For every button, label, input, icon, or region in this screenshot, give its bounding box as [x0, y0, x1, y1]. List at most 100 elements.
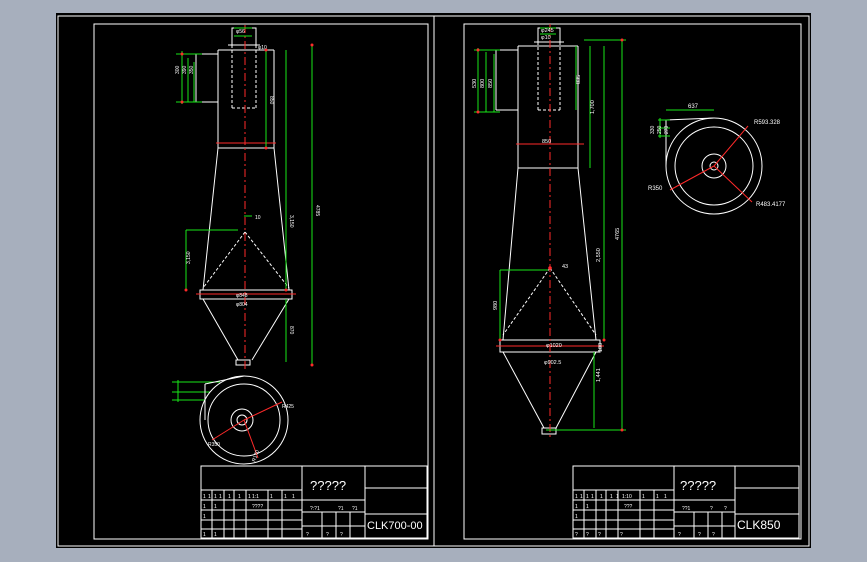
right-dim-inlet-b: 800 [480, 79, 486, 88]
right-sheet: φ245 φ10 530 800 850 850 835 1,700 2,550… [463, 23, 802, 540]
left-dimensions [172, 27, 313, 402]
right-tb-a1: 1 [580, 494, 583, 500]
left-inner-frame [93, 23, 429, 540]
right-dim-height-a: 835 [576, 75, 582, 84]
right-tb-a2: 1 [586, 494, 589, 500]
right-title-block [572, 465, 800, 539]
right-tb-a3: 1 [591, 494, 594, 500]
left-plan-view [199, 375, 289, 465]
left-tb-a10: 1 [292, 494, 295, 500]
left-title-block [200, 465, 428, 539]
right-tb-d3: ? [620, 532, 623, 538]
left-title-name: ????? [310, 478, 346, 493]
right-drawing-number: CLK850 [737, 518, 781, 532]
right-plan-dims [658, 109, 714, 138]
right-dim-ring-dia2: φ902.5 [544, 360, 561, 366]
left-tb-c0: 1 [203, 514, 206, 520]
left-plan-r3 [243, 419, 259, 459]
left-dim-ring-dia: φ848 [236, 293, 248, 299]
right-tb-d5: ? [698, 532, 701, 538]
left-tb-c3: ?1 [338, 506, 344, 512]
left-plan-r2 [211, 419, 245, 441]
left-plan-r1-label: R425 [282, 404, 294, 410]
right-dim-height-c: 2,550 [596, 248, 602, 262]
right-elevation-view [495, 27, 601, 435]
right-tb-d0: ? [575, 532, 578, 538]
right-tb-b1: 1 [586, 504, 589, 510]
right-tb-d4: ? [678, 532, 681, 538]
left-tb-a1: 1 [208, 494, 211, 500]
right-plan-h2: 250 [657, 125, 663, 134]
left-tb-d0: 1 [203, 532, 206, 538]
right-plan-h1: 330 [650, 125, 656, 134]
right-tb-b0: 1 [575, 504, 578, 510]
right-inner-frame [463, 23, 802, 540]
left-dim-cone-height: 3,150 [186, 251, 192, 264]
right-tb-a4: 1 [600, 494, 603, 500]
right-tb-d1: ? [586, 532, 589, 538]
left-tb-c2: ?:?1 [310, 506, 320, 512]
left-plan-r2-label: R350 [208, 442, 220, 448]
right-dim-overall-height: 4765 [615, 228, 621, 240]
left-plan-r3-label: R170 [251, 449, 261, 462]
left-dim-overall-height: 4785 [314, 205, 320, 216]
right-tb-c2: ??1 [682, 506, 691, 512]
left-tb-b4: ???? [252, 504, 263, 510]
right-dim-bottom-height: 1,441 [596, 368, 602, 382]
left-tb-a6: 1 [248, 494, 251, 500]
right-tb-a7: 1:10 [622, 494, 632, 500]
left-tb-a3: 1 [219, 494, 222, 500]
left-dim-inlet-c: 350 [189, 65, 195, 74]
right-tb-c0: 1 [575, 514, 578, 520]
left-tb-b1: 1 [214, 504, 217, 510]
left-tb-a0: 1 [203, 494, 206, 500]
left-dim-cone-mid: 3,150 [288, 215, 294, 228]
right-dim-height-b: 1,700 [590, 100, 596, 114]
right-tb-a6: 1 [616, 494, 619, 500]
right-plan-top-width: 637 [688, 104, 699, 110]
left-tb-b0: 1 [203, 504, 206, 510]
right-dim-inlet-a: 530 [472, 79, 478, 88]
right-plan-r1 [713, 125, 749, 167]
right-tb-c4: ? [724, 506, 727, 512]
left-tb-d6: ? [340, 532, 343, 538]
right-plan-h3: 270 [664, 125, 670, 134]
right-tb-a9: 1 [656, 494, 659, 500]
left-dim-angle: 10 [255, 215, 261, 221]
left-dim-top-b: φ10 [258, 45, 267, 51]
right-tb-a5: 1 [610, 494, 613, 500]
left-tb-c4: ?1 [352, 506, 358, 512]
right-dim-inlet-c: 850 [488, 79, 494, 88]
left-tb-a4: 1 [228, 494, 231, 500]
right-plan-r1-label: R593.328 [754, 120, 781, 126]
right-tb-c3: ? [710, 506, 713, 512]
left-dim-ticks [180, 43, 314, 367]
left-tb-a2: 1 [214, 494, 217, 500]
right-tb-d6: ? [712, 532, 715, 538]
right-tb-a0: 1 [575, 494, 578, 500]
right-dim-top-a: φ245 [541, 28, 554, 34]
left-dim-body-inner: 850 [268, 96, 274, 105]
left-tb-a7: 1:1 [252, 494, 259, 500]
right-dim-cone-lower: 980 [493, 301, 499, 310]
left-plan-r1 [243, 401, 283, 421]
left-dim-inlet-a: 300 [175, 65, 181, 74]
left-tb-a8: 1 [270, 494, 273, 500]
right-dim-ring-dia: φ1020 [546, 343, 562, 349]
right-plan-r3-label: R483.4177 [756, 202, 786, 208]
right-plan-r2 [669, 165, 715, 191]
right-tb-a10: 1 [664, 494, 667, 500]
left-drawing-number: CLK700-00 [367, 520, 423, 532]
right-title-name: ????? [680, 478, 716, 493]
left-tb-a9: 1 [284, 494, 287, 500]
left-tb-d5: ? [326, 532, 329, 538]
right-plan-view [665, 117, 763, 215]
left-tb-d1: 1 [214, 532, 217, 538]
right-plan-r3 [713, 165, 753, 203]
right-plan-r2-label: R350 [648, 186, 663, 192]
right-tb-a8: 1 [642, 494, 645, 500]
right-dimensions [474, 27, 626, 431]
left-tb-a5: 1 [238, 494, 241, 500]
left-dim-cone-lower: 870 [288, 326, 294, 335]
